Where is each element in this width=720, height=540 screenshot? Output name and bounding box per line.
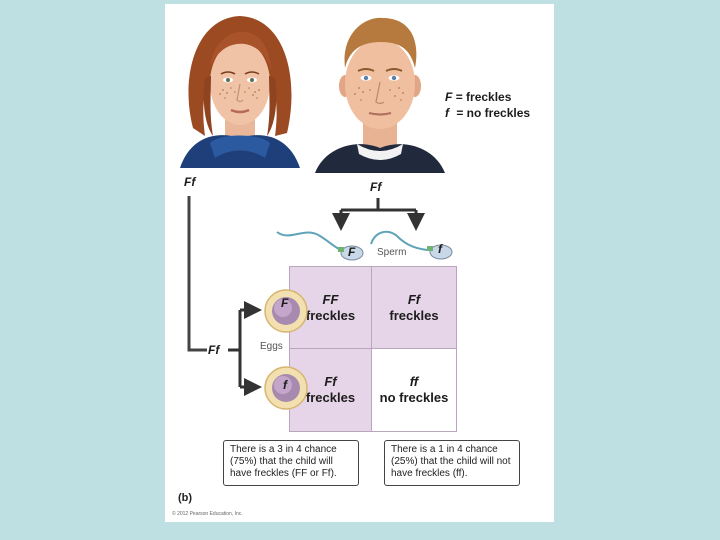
egg-f-icon <box>264 366 308 410</box>
cell-genotype: Ff <box>407 291 421 307</box>
allele-legend: F = freckles f = no freckles <box>445 89 554 121</box>
sperm-label: Sperm <box>377 247 407 258</box>
sperm2-allele: f <box>438 242 442 256</box>
eggs-label: Eggs <box>260 341 283 352</box>
legend-symbol-F: F <box>445 90 453 104</box>
note-freckles-chance: There is a 3 in 4 chance (75%) that the … <box>223 440 359 486</box>
grid-cell-ff: ff no freckles <box>372 349 456 431</box>
copyright: © 2012 Pearson Education, Inc. <box>172 511 243 517</box>
punnett-square: FF freckles Ff freckles Ff freckles ff n… <box>289 266 457 432</box>
grid-cell-Ff-bottom: Ff freckles <box>290 349 372 431</box>
mother-genotype: Ff <box>184 175 196 189</box>
cell-phenotype: freckles <box>389 307 439 323</box>
sperm1-allele: F <box>348 245 356 259</box>
egg1-allele: F <box>281 296 289 310</box>
sperm-F-icon <box>276 231 364 261</box>
note-no-freckles-chance: There is a 1 in 4 chance (25%) that the … <box>384 440 520 486</box>
legend-freckles: F = freckles <box>445 89 554 105</box>
eggs-genotype: Ff <box>208 343 220 357</box>
cell-genotype: ff <box>409 374 419 389</box>
legend-text-freckles: = freckles <box>455 90 512 104</box>
legend-text-no-freckles: = no freckles <box>456 106 531 120</box>
sperm-f-icon <box>370 230 453 260</box>
cross-arrows <box>187 196 453 396</box>
figure-panel: F = freckles f = no freckles Ff Ff <box>165 4 554 522</box>
cell-phenotype: freckles <box>305 307 356 323</box>
egg-F-icon <box>264 289 308 333</box>
father-genotype: Ff <box>370 180 382 194</box>
mother-portrait <box>175 8 305 168</box>
father-portrait <box>315 8 445 173</box>
grid-cell-Ff-top: Ff freckles <box>372 267 456 349</box>
legend-symbol-f: f <box>445 106 449 120</box>
cell-phenotype: freckles <box>305 390 356 405</box>
cell-genotype: Ff <box>324 374 337 389</box>
cell-phenotype: no freckles <box>379 390 449 405</box>
egg2-allele: f <box>283 378 287 392</box>
cell-genotype: FF <box>322 291 339 307</box>
legend-no-freckles: f = no freckles <box>445 105 554 121</box>
part-label: (b) <box>178 492 193 504</box>
